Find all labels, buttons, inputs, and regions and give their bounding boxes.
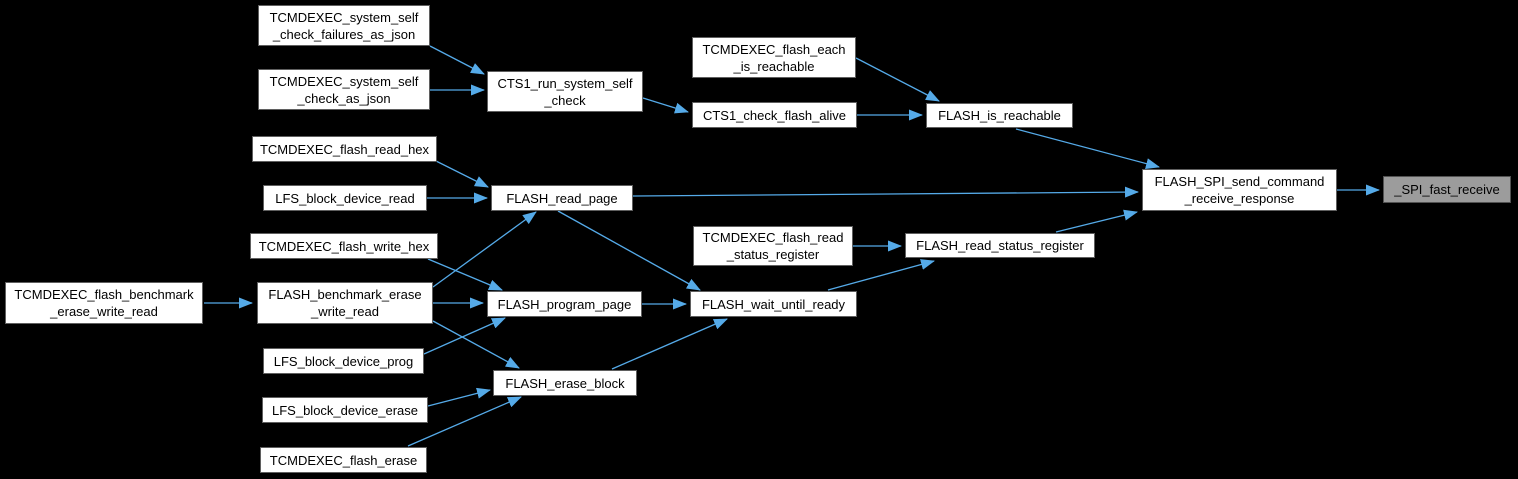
edge-cts1-run-system-self-check-to-cts1-check-flash-alive	[642, 97, 689, 114]
node-flash-read-status-register[interactable]: FLASH_read_status_register	[905, 233, 1095, 258]
node-cts1-check-flash-alive[interactable]: CTS1_check_flash_alive	[692, 102, 857, 128]
node-flash-program-page[interactable]: FLASH_program_page	[487, 291, 642, 317]
edge-tcmdexec-flash-erase-to-flash-erase-block	[407, 396, 522, 447]
edge-flash-benchmark-erase-write-read-to-flash-erase-block	[432, 320, 520, 369]
edge-flash-read-page-to-flash-wait-until-ready	[557, 210, 701, 291]
edge-flash-is-reachable-to-flash-spi-send-command-receive-response	[1015, 128, 1160, 169]
node-lfs-block-device-erase[interactable]: LFS_block_device_erase	[262, 397, 428, 423]
edge-tcmdexec-flash-write-hex-to-flash-program-page	[427, 258, 503, 291]
node-tcmdexec-flash-write-hex[interactable]: TCMDEXEC_flash_write_hex	[250, 233, 438, 259]
node-tcmdexec-flash-erase[interactable]: TCMDEXEC_flash_erase	[260, 447, 427, 473]
node-spi-fast-receive: _SPI_fast_receive	[1383, 176, 1511, 203]
node-flash-spi-send-command-receive-response[interactable]: FLASH_SPI_send_command _receive_response	[1142, 169, 1337, 211]
node-tcmdexec-flash-each-is-reachable[interactable]: TCMDEXEC_flash_each _is_reachable	[692, 37, 856, 78]
edge-flash-benchmark-erase-write-read-to-flash-read-page	[432, 211, 537, 288]
edge-tcmdexec-system-self-check-failures-as-json-to-cts1-run-system-self-check	[429, 45, 485, 75]
edge-flash-erase-block-to-flash-wait-until-ready	[611, 318, 728, 370]
edge-group	[204, 45, 1380, 447]
node-tcmdexec-system-self-check-failures-as-json[interactable]: TCMDEXEC_system_self _check_failures_as_…	[258, 5, 430, 46]
edge-lfs-block-device-prog-to-flash-program-page	[423, 317, 506, 355]
node-tcmdexec-flash-read-hex[interactable]: TCMDEXEC_flash_read_hex	[252, 136, 437, 162]
edge-flash-read-status-register-to-flash-spi-send-command-receive-response	[1055, 209, 1138, 233]
edge-tcmdexec-flash-each-is-reachable-to-flash-is-reachable	[855, 57, 940, 102]
node-cts1-run-system-self-check[interactable]: CTS1_run_system_self _check	[487, 71, 643, 112]
node-flash-erase-block[interactable]: FLASH_erase_block	[493, 370, 637, 396]
node-flash-is-reachable[interactable]: FLASH_is_reachable	[926, 103, 1073, 128]
edge-flash-read-page-to-flash-spi-send-command-receive-response	[632, 186, 1139, 198]
node-lfs-block-device-prog[interactable]: LFS_block_device_prog	[263, 348, 424, 374]
node-tcmdexec-system-self-check-as-json[interactable]: TCMDEXEC_system_self _check_as_json	[258, 69, 430, 110]
node-flash-benchmark-erase-write-read[interactable]: FLASH_benchmark_erase _write_read	[257, 282, 433, 324]
node-flash-wait-until-ready[interactable]: FLASH_wait_until_ready	[690, 291, 857, 317]
node-tcmdexec-flash-benchmark-erase-write-read[interactable]: TCMDEXEC_flash_benchmark _erase_write_re…	[5, 282, 203, 324]
node-flash-read-page[interactable]: FLASH_read_page	[491, 185, 633, 211]
edge-flash-wait-until-ready-to-flash-read-status-register	[827, 259, 935, 291]
node-lfs-block-device-read[interactable]: LFS_block_device_read	[263, 185, 427, 211]
node-tcmdexec-flash-read-status-register[interactable]: TCMDEXEC_flash_read _status_register	[693, 226, 853, 266]
edge-tcmdexec-flash-read-hex-to-flash-read-page	[435, 160, 489, 188]
edge-lfs-block-device-erase-to-flash-erase-block	[427, 387, 491, 407]
